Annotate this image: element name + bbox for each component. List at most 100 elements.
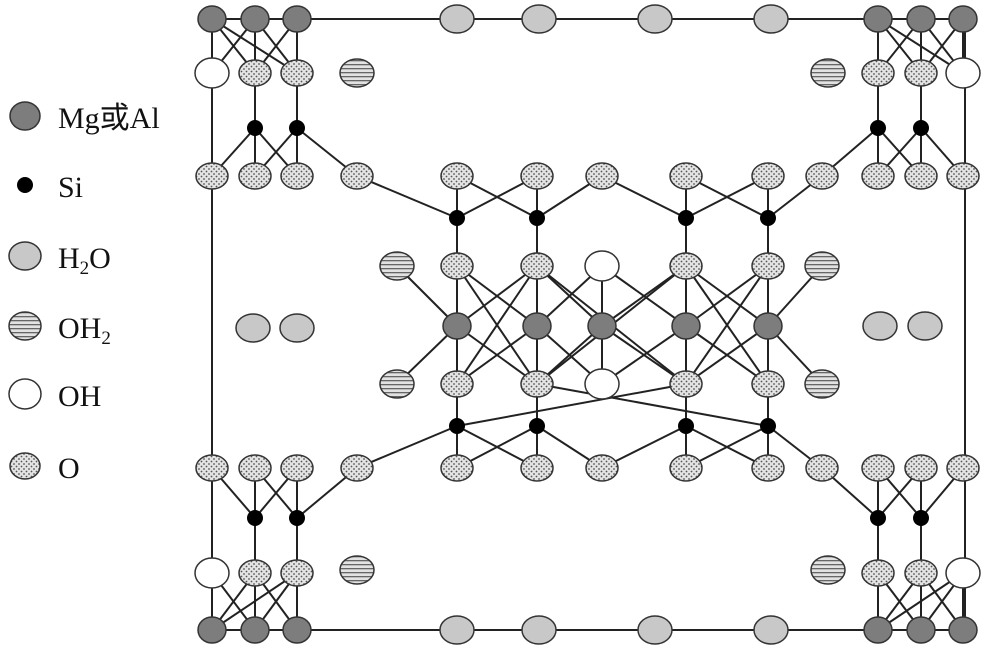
o-atom	[751, 454, 785, 482]
si-atom	[247, 120, 263, 136]
h2o-legend-marker	[8, 241, 42, 271]
o-atom	[238, 162, 272, 190]
o-atom	[280, 162, 314, 190]
atoms	[194, 4, 981, 645]
mg-al-atom	[442, 312, 472, 340]
h2o-main: H	[58, 242, 80, 275]
mg-al-atom	[282, 5, 312, 33]
si-legend-marker	[17, 177, 33, 193]
o-atom	[861, 559, 895, 587]
h2o-molecule	[521, 4, 557, 34]
oh2-group	[810, 58, 846, 88]
o-atom	[238, 559, 272, 587]
o-atom	[340, 162, 374, 190]
bond-line	[685, 265, 769, 385]
o-atom	[195, 162, 229, 190]
o-atom	[904, 59, 938, 87]
o-atom	[669, 252, 703, 280]
o-atom	[238, 454, 272, 482]
si-atom	[247, 510, 263, 526]
oh2-group	[804, 251, 840, 281]
o-atom	[280, 59, 314, 87]
h2o-molecule	[439, 615, 475, 645]
si-atom	[289, 510, 305, 526]
mg-al-atom	[671, 312, 701, 340]
o-atom	[520, 370, 554, 398]
oh-group	[945, 57, 981, 89]
oh2-group	[339, 58, 375, 88]
legend-label-si: Si	[58, 171, 83, 204]
h2o-molecule	[907, 311, 943, 341]
mg-al-atom	[240, 616, 270, 644]
h2o-subscript: 2	[80, 258, 90, 279]
o-atom	[861, 162, 895, 190]
legend-item-si: Si	[17, 171, 83, 204]
h2o-tail: O	[89, 242, 111, 275]
oh-group	[194, 557, 230, 589]
oh2-group	[804, 369, 840, 399]
si-atom	[449, 210, 465, 226]
mg-al-atom	[197, 616, 227, 644]
si-atom	[760, 418, 776, 434]
oh2-group	[379, 251, 415, 281]
si-atom	[678, 418, 694, 434]
mg-al-atom	[863, 5, 893, 33]
bond-line	[356, 425, 458, 469]
oh2-group	[810, 555, 846, 585]
o-atom	[238, 59, 272, 87]
o-atom	[340, 454, 374, 482]
si-atom	[913, 120, 929, 136]
mg-al-atom	[197, 5, 227, 33]
bond-line	[685, 325, 769, 385]
oh2-group	[379, 369, 415, 399]
si-atom	[449, 418, 465, 434]
mg-al-atom	[906, 616, 936, 644]
h2o-molecule	[753, 4, 789, 34]
o-atom	[520, 454, 554, 482]
si-atom	[870, 120, 886, 136]
o-legend-marker	[9, 452, 41, 480]
bond-line	[456, 383, 687, 427]
h2o-molecule	[235, 313, 271, 343]
legend-label-h2o: H2O	[58, 242, 111, 279]
legend-label-mg-al: Mg或Al	[58, 102, 160, 135]
mg-al-atom	[948, 5, 978, 33]
mg-al-atom	[863, 616, 893, 644]
o-atom	[805, 454, 839, 482]
o-atom	[861, 454, 895, 482]
legend-item-oh2: OH2	[8, 311, 111, 349]
oh2-subscript: 2	[101, 328, 111, 349]
o-atom	[585, 162, 619, 190]
oh2-main: OH	[58, 312, 101, 345]
si-atom	[870, 510, 886, 526]
mg-al-atom	[906, 5, 936, 33]
legend: Mg或Al Si H2O OH2 OH O	[8, 101, 160, 485]
o-atom	[440, 370, 474, 398]
si-atom	[529, 210, 545, 226]
o-atom	[751, 162, 785, 190]
legend-item-oh: OH	[8, 378, 101, 413]
bond-line	[456, 265, 538, 385]
o-atom	[946, 454, 980, 482]
si-atom	[289, 120, 305, 136]
mg-al-atom	[240, 5, 270, 33]
bond-line	[456, 325, 538, 385]
legend-label-oh: OH	[58, 380, 101, 413]
legend-item-mg-al: Mg或Al	[9, 101, 160, 135]
bond-line	[685, 265, 769, 327]
mg-al-atom	[587, 312, 617, 340]
mg-al-atom	[753, 312, 783, 340]
o-atom	[520, 162, 554, 190]
legend-label-o: O	[58, 452, 80, 485]
o-atom	[669, 454, 703, 482]
legend-label-oh2: OH2	[58, 312, 111, 349]
oh-group	[584, 368, 620, 400]
h2o-molecule	[279, 313, 315, 343]
h2o-molecule	[521, 615, 557, 645]
o-atom	[520, 252, 554, 280]
oh2-legend-marker	[8, 311, 42, 341]
oh-group	[194, 57, 230, 89]
bond-line	[456, 265, 538, 327]
o-atom	[805, 162, 839, 190]
o-atom	[669, 370, 703, 398]
